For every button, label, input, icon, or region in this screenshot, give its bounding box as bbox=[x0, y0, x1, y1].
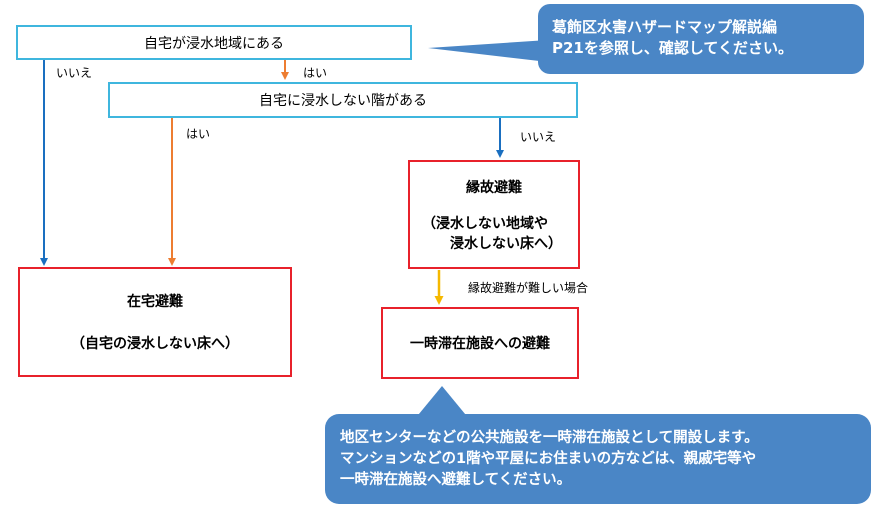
label-q1-no: いいえ bbox=[56, 66, 93, 80]
label-q1-yes: はい bbox=[303, 66, 328, 80]
label-relative-hard: 縁故避難が難しい場合 bbox=[468, 281, 589, 295]
callout-top-bubble bbox=[428, 4, 864, 74]
relative-evacuation-title: 縁故避難 bbox=[466, 179, 522, 196]
question-1-text: 自宅が浸水地域にある bbox=[144, 35, 284, 52]
result-relative-evacuation: 縁故避難 （浸水しない地域や 浸水しない床へ） bbox=[408, 160, 580, 269]
question-non-flooded-floor: 自宅に浸水しない階がある bbox=[108, 82, 578, 118]
relative-evacuation-sub-2: 浸水しない床へ） bbox=[450, 235, 562, 252]
question-2-text: 自宅に浸水しない階がある bbox=[259, 93, 427, 109]
callout-top-text: 葛飾区水害ハザードマップ解説編 P21を参照し、確認してください。 bbox=[552, 17, 793, 59]
callout-bottom-bubble bbox=[325, 386, 871, 504]
callout-top-line-2: P21を参照し、確認してください。 bbox=[552, 39, 793, 57]
result-temporary-facility: 一時滞在施設への避難 bbox=[381, 307, 579, 379]
home-evacuation-subtitle: （自宅の浸水しない床へ） bbox=[71, 336, 239, 352]
callout-bottom-text: 地区センターなどの公共施設を一時滞在施設として開設します。 マンションなどの1階… bbox=[340, 428, 759, 491]
relative-evacuation-sub-1: （浸水しない地域や bbox=[422, 215, 548, 232]
callout-bottom-line-3: 一時滞在施設へ避難してください。 bbox=[340, 472, 572, 488]
label-q2-yes: はい bbox=[186, 127, 211, 141]
question-home-in-flood-area: 自宅が浸水地域にある bbox=[16, 25, 412, 60]
callout-bottom-line-2: マンションなどの1階や平屋にお住まいの方などは、親戚宅等や bbox=[340, 451, 757, 467]
label-q2-no: いいえ bbox=[520, 130, 557, 144]
temporary-facility-title: 一時滞在施設への避難 bbox=[410, 336, 550, 352]
callout-top-line-1: 葛飾区水害ハザードマップ解説編 bbox=[552, 18, 778, 36]
result-home-evacuation: 在宅避難 （自宅の浸水しない床へ） bbox=[18, 267, 292, 377]
callout-bottom-line-1: 地区センターなどの公共施設を一時滞在施設として開設します。 bbox=[340, 430, 759, 446]
home-evacuation-title: 在宅避難 bbox=[127, 294, 183, 310]
